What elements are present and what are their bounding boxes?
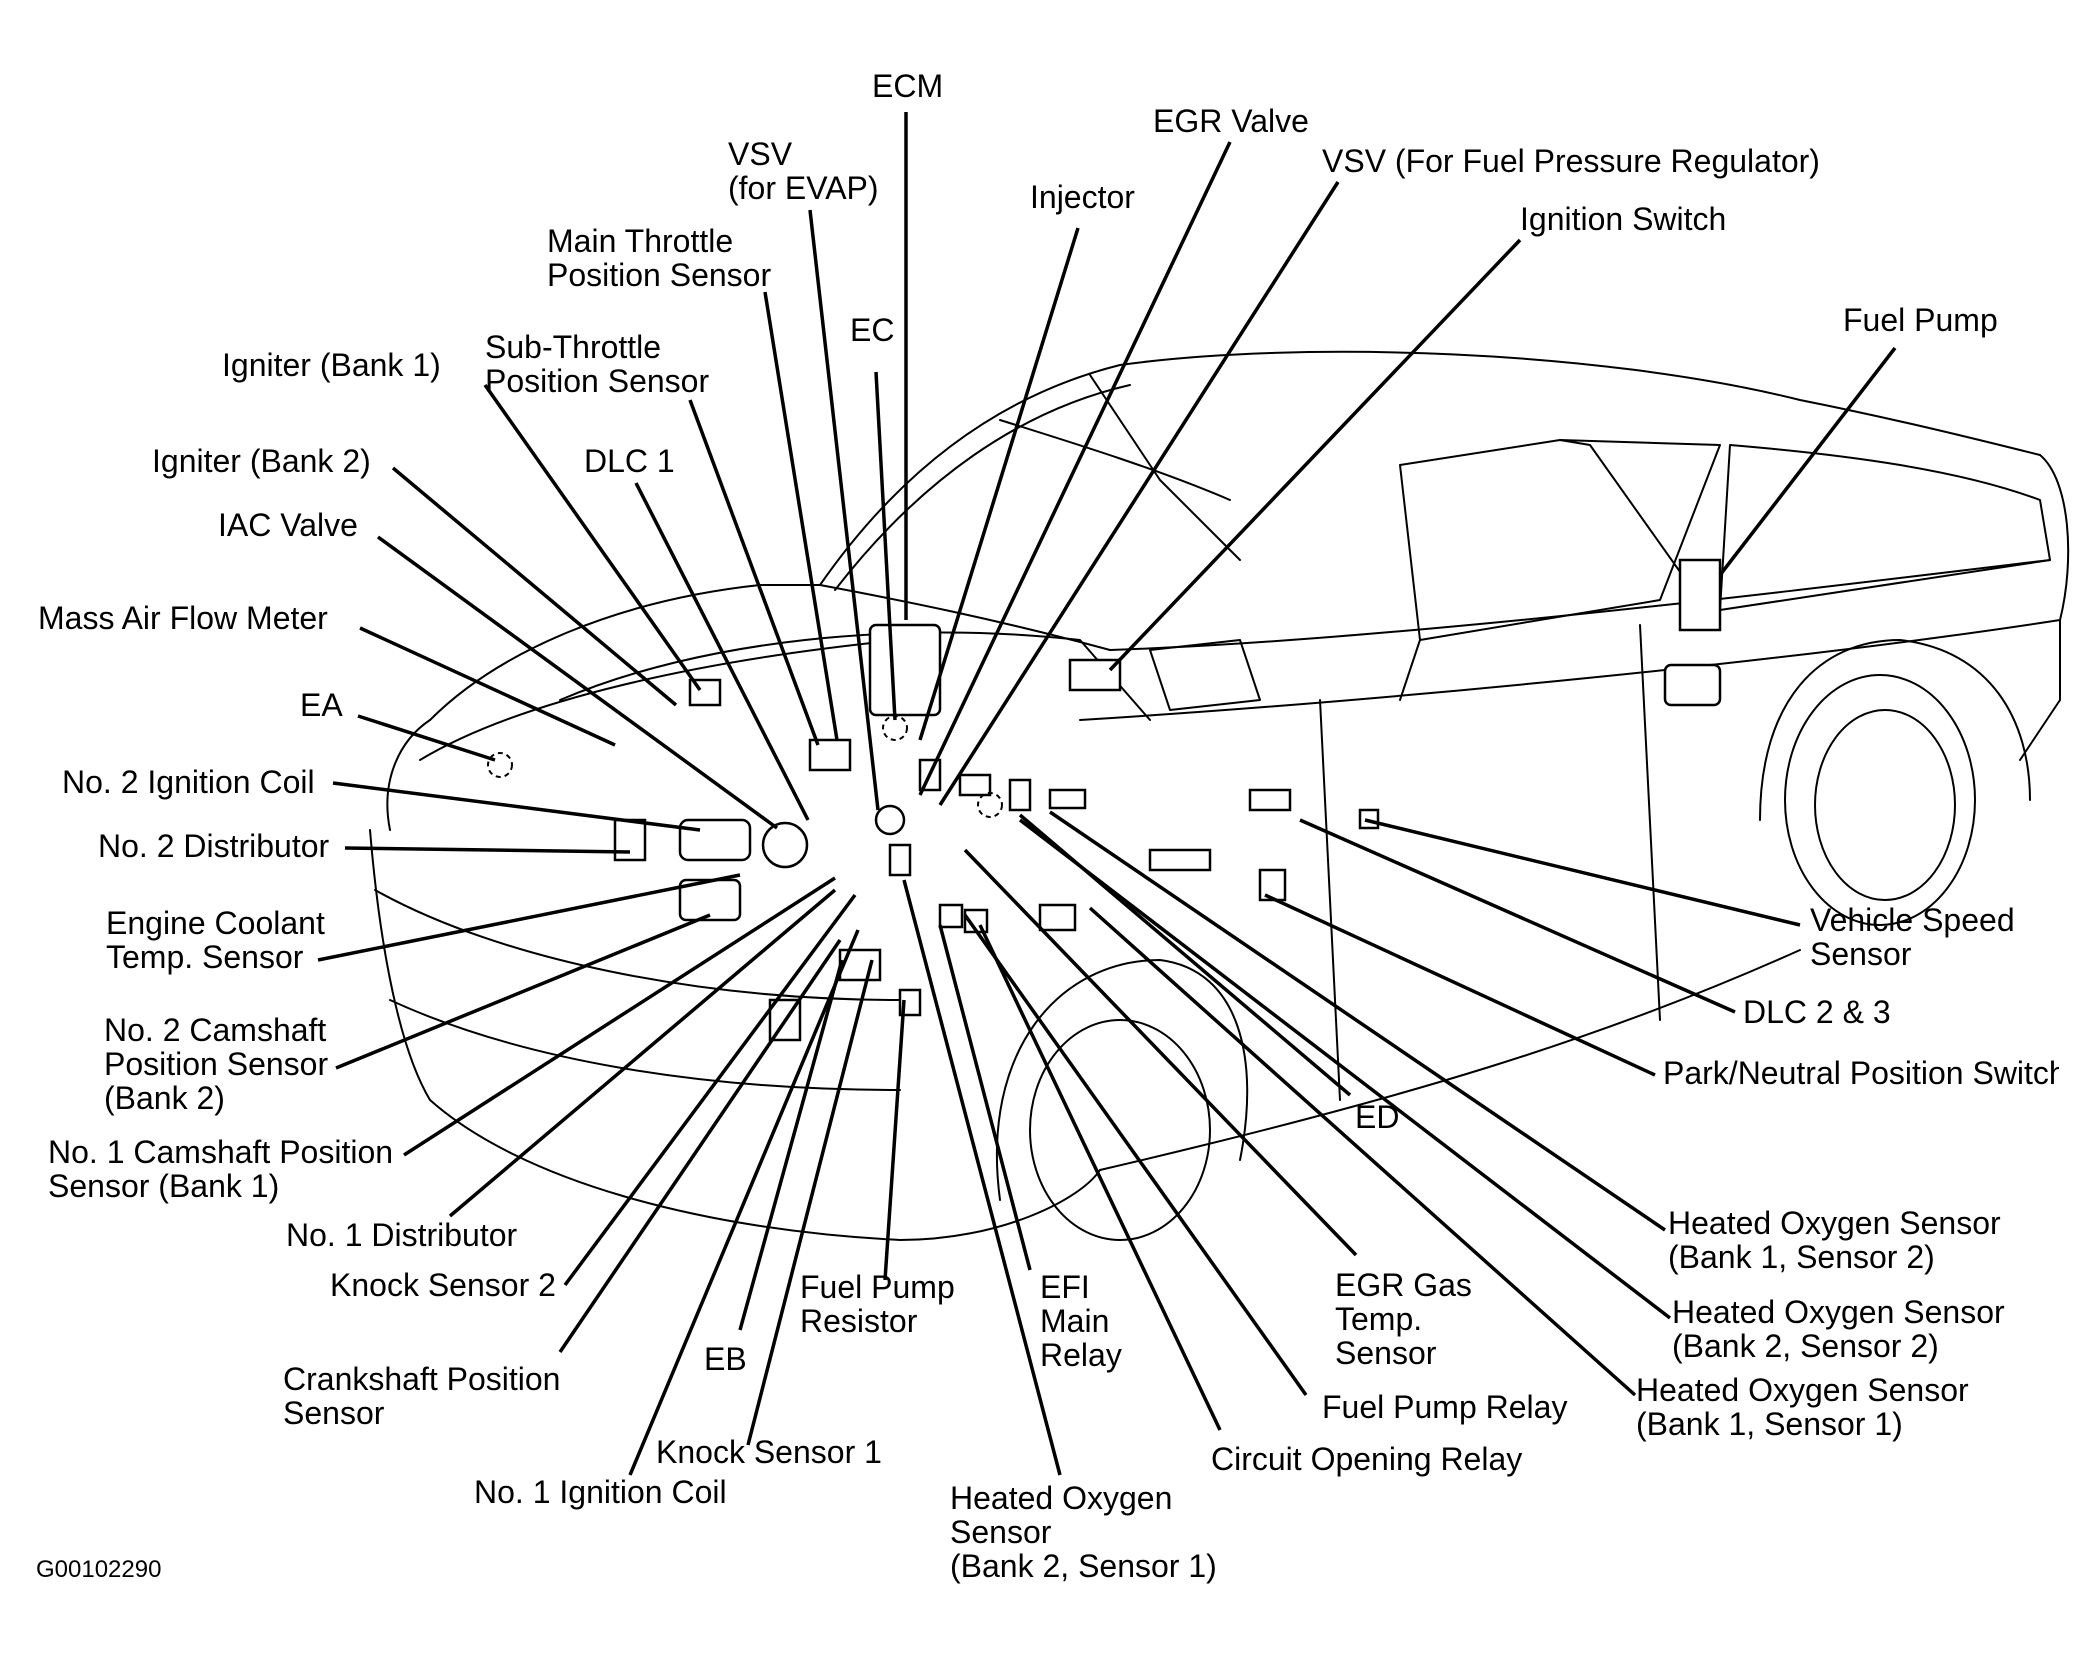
label-ec: EC bbox=[850, 312, 895, 348]
label-no-1-ignition-coil: No. 1 Ignition Coil bbox=[474, 1474, 727, 1510]
label-no-1-distributor: No. 1 Distributor bbox=[286, 1217, 518, 1253]
label-no-2-ignition-coil: No. 2 Ignition Coil bbox=[62, 764, 315, 800]
label-ecm: ECM bbox=[872, 68, 944, 104]
label-fuel-pump-resistor: Fuel Pump Resistor bbox=[800, 1269, 955, 1339]
label-knock-sensor-2: Knock Sensor 2 bbox=[330, 1267, 556, 1303]
label-vsv-fuel-pressure-regulator: VSV (For Fuel Pressure Regulator) bbox=[1322, 143, 1820, 179]
label-egr-gas-temp-sensor: EGR Gas Temp. Sensor bbox=[1335, 1267, 1472, 1371]
label-efi-main-relay: EFI Main Relay bbox=[1040, 1269, 1122, 1373]
label-knock-sensor-1: Knock Sensor 1 bbox=[656, 1434, 882, 1470]
label-crankshaft-position-sensor: Crankshaft Position Sensor bbox=[283, 1361, 561, 1431]
label-fuel-pump-relay: Fuel Pump Relay bbox=[1322, 1389, 1568, 1425]
label-vsv-evap: VSV (for EVAP) bbox=[728, 136, 879, 206]
label-ignition-switch: Ignition Switch bbox=[1520, 201, 1727, 237]
leader-lines bbox=[317, 112, 1897, 1476]
label-ed: ED bbox=[1355, 1099, 1400, 1135]
label-dlc-1: DLC 1 bbox=[584, 443, 675, 479]
label-main-throttle-position-sensor: Main Throttle Position Sensor bbox=[547, 223, 772, 293]
label-engine-coolant-temp-sensor: Engine Coolant Temp. Sensor bbox=[106, 905, 325, 975]
label-park-neutral-position-switch: Park/Neutral Position Switch bbox=[1663, 1056, 2059, 1090]
label-iac-valve: IAC Valve bbox=[218, 507, 358, 543]
label-ea: EA bbox=[300, 687, 343, 723]
label-eb: EB bbox=[704, 1341, 747, 1377]
label-heated-oxygen-sensor-bank-2-sensor-2: Heated Oxygen Sensor (Bank 2, Sensor 2) bbox=[1672, 1294, 2005, 1364]
label-circuit-opening-relay: Circuit Opening Relay bbox=[1211, 1441, 1523, 1477]
label-igniter-bank-1: Igniter (Bank 1) bbox=[222, 347, 441, 383]
label-no-2-camshaft-position-sensor: No. 2 Camshaft Position Sensor (Bank 2) bbox=[104, 1012, 329, 1116]
label-mass-air-flow-meter: Mass Air Flow Meter bbox=[38, 600, 328, 636]
label-fuel-pump: Fuel Pump bbox=[1843, 302, 1998, 338]
label-heated-oxygen-sensor-bank-1-sensor-2: Heated Oxygen Sensor (Bank 1, Sensor 2) bbox=[1668, 1205, 2001, 1275]
label-dlc-2-3: DLC 2 & 3 bbox=[1743, 994, 1891, 1030]
label-no-2-distributor: No. 2 Distributor bbox=[98, 828, 330, 864]
label-igniter-bank-2: Igniter (Bank 2) bbox=[152, 443, 371, 479]
label-heated-oxygen-sensor-bank-1-sensor-1: Heated Oxygen Sensor (Bank 1, Sensor 1) bbox=[1636, 1372, 1969, 1442]
label-injector: Injector bbox=[1030, 179, 1135, 215]
label-vehicle-speed-sensor: Vehicle Speed Sensor bbox=[1810, 902, 2015, 972]
figure-code: G00102290 bbox=[36, 1556, 162, 1583]
label-heated-oxygen-sensor-bank-2-sensor-1: Heated Oxygen Sensor (Bank 2, Sensor 1) bbox=[950, 1480, 1217, 1584]
label-egr-valve: EGR Valve bbox=[1153, 103, 1309, 139]
label-sub-throttle-position-sensor: Sub-Throttle Position Sensor bbox=[485, 329, 710, 399]
label-no-1-camshaft-position-sensor: No. 1 Camshaft Position Sensor (Bank 1) bbox=[48, 1134, 394, 1204]
